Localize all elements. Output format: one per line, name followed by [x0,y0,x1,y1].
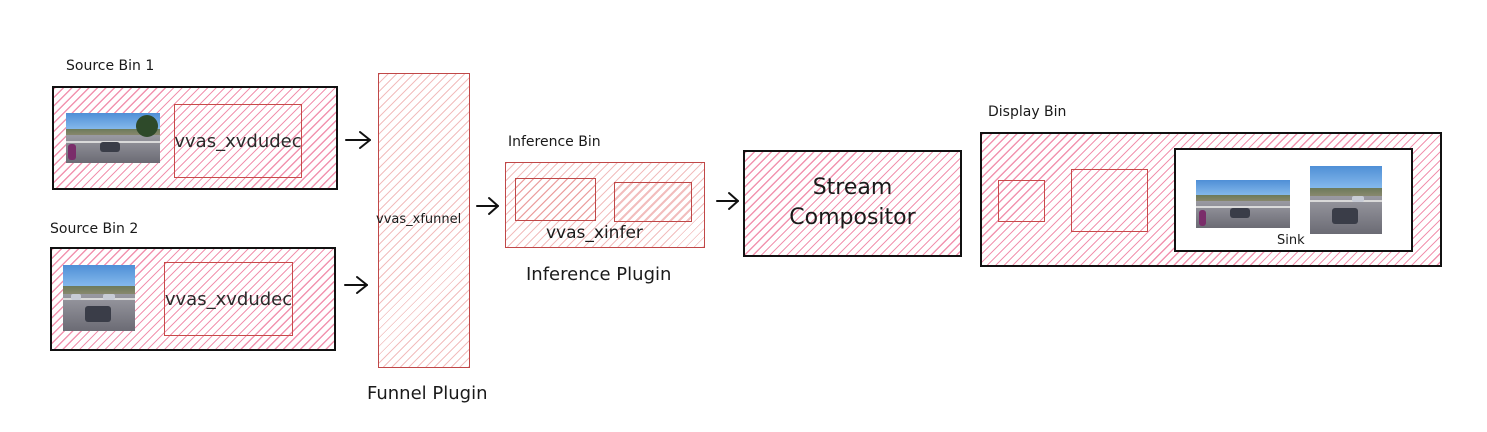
compositor-label-line1: Stream [812,175,893,200]
decoder-label-2: vvas_xvdudec [164,288,293,310]
road-traffic-thumbnail [1310,166,1382,234]
sink-label: Sink [1277,233,1305,248]
right-arrow-icon [476,197,499,215]
right-arrow-icon [345,131,371,149]
inference-bin-title: Inference Bin [508,134,601,150]
stream-compositor-box [743,150,962,257]
decoder-label-1: vvas_xvdudec [174,130,302,152]
funnel-plugin-label: Funnel Plugin [367,383,488,404]
inference-plugin-label: Inference Plugin [526,264,672,285]
right-arrow-icon [716,192,739,210]
decoder-box-2: vvas_xvdudec [164,262,293,336]
compositor-label-line2: Compositor [789,205,916,230]
funnel-element-label: vvas_xfunnel [376,212,462,227]
display-subbox-2 [1071,169,1148,232]
inference-subbox-2 [614,182,692,222]
decoder-box-1: vvas_xvdudec [174,104,302,178]
road-traffic-thumbnail [1196,180,1290,228]
funnel-plugin-box [378,73,470,368]
right-arrow-icon [344,276,368,294]
display-subbox-1 [998,180,1045,222]
display-bin-title: Display Bin [988,104,1067,120]
source-bin-1-title: Source Bin 1 [66,58,155,74]
road-traffic-thumbnail [63,265,135,331]
inference-element-label: vvas_xinfer [546,223,643,243]
source-bin-2-title: Source Bin 2 [50,221,139,237]
inference-subbox-1 [515,178,596,221]
inference-bin [505,162,705,248]
road-traffic-thumbnail [66,113,160,163]
